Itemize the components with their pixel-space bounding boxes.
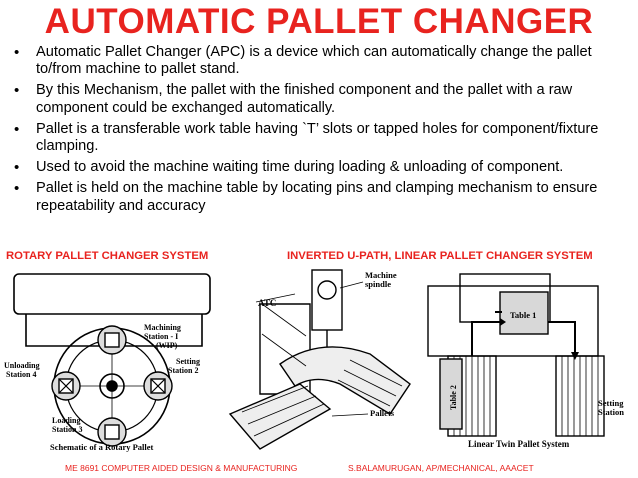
linear-caption-text: Linear Twin Pallet System	[468, 439, 570, 449]
setting-station-label: Setting	[598, 398, 624, 408]
machining-label: Station - I	[144, 332, 178, 341]
loading-label: Station 3	[52, 425, 82, 434]
unloading-label: Station 4	[6, 370, 36, 379]
footer-author: S.BALAMURUGAN, AP/MECHANICAL, AAACET	[348, 463, 534, 473]
rotary-schematic-caption: Schematic of a Rotary Pallet	[50, 442, 154, 452]
footer-course: ME 8691 COMPUTER AIDED DESIGN & MANUFACT…	[65, 463, 298, 473]
slide-title: AUTOMATIC PALLET CHANGER	[44, 2, 594, 41]
spindle-head	[317, 280, 337, 300]
machine-spindle-label: spindle	[365, 279, 391, 289]
bullet-item: Pallet is a transferable work table havi…	[10, 121, 630, 156]
table-1	[499, 291, 549, 335]
linear-caption: INVERTED U-PATH, LINEAR PALLET CHANGER S…	[287, 250, 593, 262]
path-arrow-right	[548, 321, 576, 356]
u-path-pallet-diagram: Machine spindle ATC Pallets	[228, 269, 411, 450]
table-1-label: Table 1	[510, 310, 536, 320]
bullet-item: By this Mechanism, the pallet with the f…	[10, 82, 630, 117]
bullet-list: Automatic Pallet Changer (APC) is a devi…	[10, 44, 630, 219]
pallet-conveyor-upper	[279, 346, 411, 415]
path-arrow-left	[471, 321, 500, 356]
machine-spindle-body	[311, 269, 343, 331]
pallets-label: Pallets	[370, 408, 395, 418]
setting-label: Setting	[176, 357, 200, 366]
setting-label: Station 2	[168, 366, 198, 375]
machining-label: Machining	[144, 323, 181, 332]
machining-label: (WIP)	[156, 341, 178, 350]
unloading-label: Unloading	[4, 361, 40, 370]
table-2	[439, 358, 463, 430]
table-2-label: Table 2	[449, 385, 458, 410]
linear-pallet-diagram: Table 1 Table 2 Setting Station Linear T…	[427, 273, 624, 449]
bullet-item: Used to avoid the machine waiting time d…	[10, 159, 630, 177]
machine-base	[427, 285, 599, 357]
rotary-pallet-diagram: Machining Station - I (WIP) Setting Stat…	[4, 273, 211, 452]
bullet-item: Automatic Pallet Changer (APC) is a devi…	[10, 44, 630, 79]
atc-label: ATC	[258, 298, 276, 308]
setting-station-label: Station	[598, 407, 624, 417]
bullet-item: Pallet is held on the machine table by l…	[10, 180, 630, 215]
loading-label: Loading	[52, 416, 80, 425]
machine-frame-top	[13, 273, 211, 315]
rotary-caption: ROTARY PALLET CHANGER SYSTEM	[6, 250, 209, 262]
machine-spindle-label: Machine	[365, 270, 397, 280]
pallet-conveyor-lower	[228, 383, 332, 450]
